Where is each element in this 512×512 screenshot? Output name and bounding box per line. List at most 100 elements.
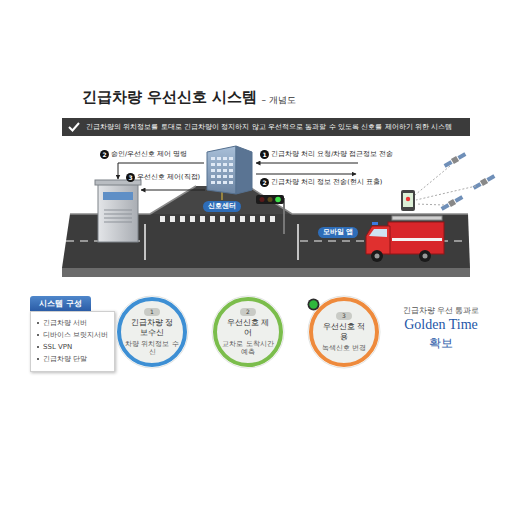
ladder bbox=[392, 216, 442, 220]
building-side bbox=[236, 146, 252, 194]
flow-label: 긴급차량 처리 정보 전송(현시 표출) bbox=[271, 178, 382, 187]
bullet bbox=[37, 322, 39, 324]
building-front bbox=[207, 146, 236, 194]
cabinet-roof bbox=[95, 180, 141, 185]
outer-ring bbox=[212, 296, 284, 368]
location-tag: 모바일 앱 bbox=[318, 227, 358, 238]
road-side bbox=[62, 268, 470, 277]
color-ring bbox=[119, 299, 185, 365]
stop-line bbox=[297, 224, 299, 260]
crosswalk-stripe bbox=[200, 216, 205, 222]
step-circle: 2 우선신호 제어교차로 도착시간 예측 bbox=[211, 295, 285, 369]
step-number: 3 bbox=[336, 312, 352, 320]
cabinet-panel bbox=[103, 192, 133, 200]
truck-body bbox=[388, 222, 444, 254]
slogan-text: 확보 bbox=[429, 335, 453, 352]
circle-content: 2 우선신호 제어교차로 도착시간 예측 bbox=[211, 295, 285, 369]
list-item: 긴급차량 서버 bbox=[37, 317, 108, 329]
step-body: 녹색신호 변경 bbox=[315, 344, 373, 352]
list-item: 디바이스 브릿지서버 bbox=[37, 329, 108, 341]
step-circle: 1긴급차량 정보수신차량 위치정보 수신 bbox=[115, 295, 189, 369]
outer-ring bbox=[116, 296, 188, 368]
stop-line bbox=[144, 224, 146, 260]
phone-icon bbox=[401, 190, 415, 211]
vent bbox=[104, 210, 132, 211]
arrow bbox=[256, 174, 356, 175]
step-heading: 긴급차량 정보수신 bbox=[127, 318, 177, 338]
stripe bbox=[392, 238, 442, 241]
panel-list: 긴급차량 서버디바이스 브릿지서버SSL VPN긴급차량 단말 bbox=[30, 311, 115, 372]
step-number: 2 bbox=[240, 308, 256, 316]
curb bbox=[248, 186, 292, 214]
list-item: 긴급차량 단말 bbox=[37, 353, 108, 365]
satellites bbox=[415, 151, 496, 211]
gps-signal bbox=[416, 186, 476, 200]
crosswalk-stripe bbox=[240, 216, 245, 222]
color-ring bbox=[215, 299, 281, 365]
tag-text: 신호센터 bbox=[208, 202, 236, 210]
step-heading: 우선신호 적용 bbox=[319, 322, 369, 342]
curb bbox=[292, 213, 468, 215]
check-icon bbox=[68, 122, 80, 132]
crosswalk-stripe bbox=[260, 216, 265, 222]
arrow bbox=[256, 163, 358, 164]
component-panel: 시스템 구성긴급차량 서버디바이스 브릿지서버SSL VPN긴급차량 단말 bbox=[30, 291, 115, 372]
signal-housing bbox=[256, 195, 284, 204]
step-body: 교차로 도착시간 예측 bbox=[219, 340, 277, 356]
cabinet-body bbox=[98, 184, 138, 242]
green-lamp bbox=[309, 300, 317, 308]
yellow-lamp bbox=[268, 197, 273, 202]
item-text: SSL VPN bbox=[43, 341, 72, 353]
item-text: 긴급차량 서버 bbox=[43, 317, 87, 329]
crosswalk-stripe bbox=[190, 216, 195, 222]
truck-cab bbox=[366, 226, 390, 254]
vent bbox=[104, 222, 132, 223]
gps-signal bbox=[415, 166, 450, 195]
wheel bbox=[371, 250, 383, 262]
callout-number: 1 bbox=[260, 150, 269, 159]
map-pin bbox=[406, 197, 410, 201]
step-heading: 우선신호 제어 bbox=[223, 318, 273, 338]
item-text: 긴급차량 단말 bbox=[43, 353, 87, 365]
circle-content: 3 우선신호 적용녹색신호 변경 bbox=[307, 295, 381, 369]
check-mark bbox=[69, 123, 79, 131]
crosswalk-stripe bbox=[210, 216, 215, 222]
flow-label: 승인/우선신호 제어 명령 bbox=[111, 150, 187, 159]
green-lamp bbox=[275, 197, 281, 203]
signal-cabinet bbox=[95, 180, 141, 242]
lamp-housing bbox=[308, 299, 320, 311]
flow-label: 우선신호 제어(직접) bbox=[137, 173, 200, 182]
item-text: 디바이스 브릿지서버 bbox=[43, 329, 108, 341]
callout-number: 3 bbox=[126, 173, 135, 182]
circle-content: 1긴급차량 정보수신차량 위치정보 수신 bbox=[115, 295, 189, 369]
siren bbox=[372, 222, 378, 225]
color-ring bbox=[311, 299, 377, 365]
slogan-text: Golden Time bbox=[404, 317, 478, 333]
gps-signal bbox=[416, 204, 444, 205]
title: 긴급차량 우선신호 시스템 bbox=[82, 88, 257, 107]
crosswalk bbox=[160, 216, 275, 222]
tag-text: 모바일 앱 bbox=[323, 228, 353, 236]
bullet bbox=[37, 346, 39, 348]
windshield bbox=[369, 229, 387, 237]
hub bbox=[423, 254, 428, 259]
step-circle: 3 우선신호 적용녹색신호 변경 bbox=[307, 295, 381, 369]
crosswalk-stripe bbox=[230, 216, 235, 222]
vent bbox=[104, 214, 132, 215]
subtitle: – 개념도 bbox=[261, 94, 295, 107]
bullet bbox=[37, 334, 39, 336]
crosswalk-stripe bbox=[220, 216, 225, 222]
callout-number: 2 bbox=[260, 178, 269, 187]
hub bbox=[375, 254, 380, 259]
list-item: SSL VPN bbox=[37, 341, 108, 353]
crosswalk-stripe bbox=[270, 216, 275, 222]
arrow bbox=[141, 190, 205, 191]
traffic-light bbox=[256, 195, 284, 234]
server-building bbox=[207, 146, 252, 194]
step-number: 1 bbox=[144, 308, 160, 316]
location-tag: 신호센터 bbox=[203, 201, 241, 212]
phone-screen bbox=[403, 193, 413, 207]
building-windows bbox=[210, 155, 234, 187]
slogan-text: 긴급차량 우선 통과로 bbox=[403, 305, 479, 316]
